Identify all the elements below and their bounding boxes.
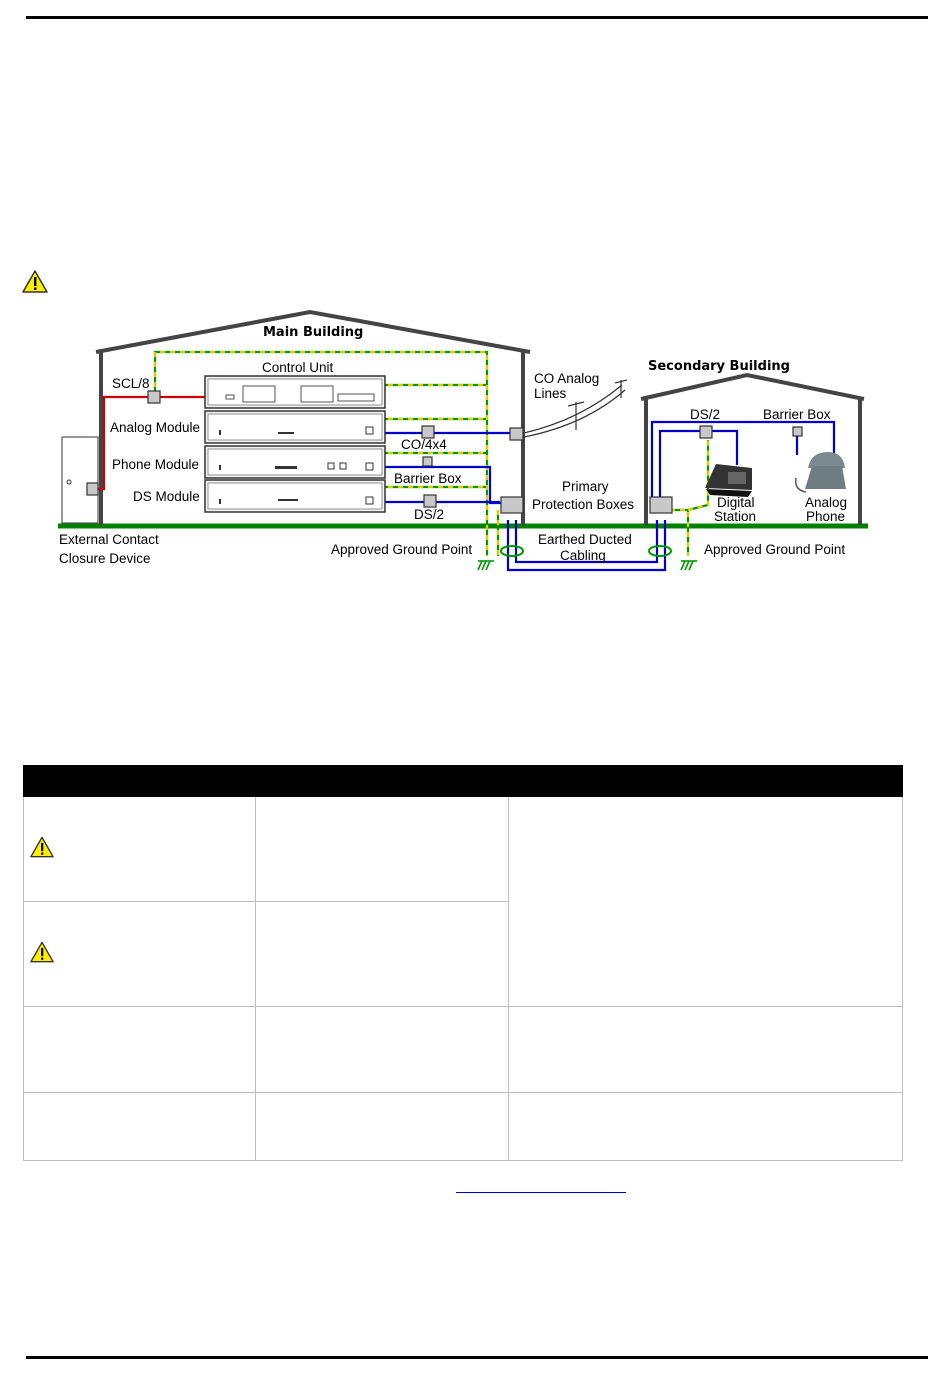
table-row — [23, 1006, 903, 1093]
ground-symbol-left — [477, 560, 494, 571]
earthed-ducted-label-1: Earthed Ducted — [538, 532, 632, 547]
barrier-box-main-label: Barrier Box — [394, 471, 462, 486]
primary-protection-secondary — [649, 496, 673, 514]
co-lines — [523, 379, 628, 438]
warning-icon — [22, 270, 48, 293]
table-header-cell — [508, 765, 903, 797]
table-cell — [508, 1092, 903, 1161]
table-row — [23, 1092, 903, 1161]
digital-station-label-2: Station — [714, 509, 756, 524]
table-cell — [508, 1006, 903, 1093]
table-row — [23, 796, 903, 1007]
table-cell — [254, 796, 510, 902]
phone-module-label: Phone Module — [112, 457, 199, 472]
control-unit — [204, 375, 386, 409]
co4x4-box — [421, 425, 435, 439]
earthed-duct-left — [500, 545, 524, 557]
table-cell — [508, 796, 903, 1007]
secondary-building — [640, 372, 865, 525]
barrier-box-main — [422, 456, 433, 467]
analog-phone-icon — [794, 452, 846, 493]
top-rule — [26, 16, 928, 19]
analog-module — [204, 410, 386, 444]
earthed-ducted-label-2: Cabling — [560, 548, 606, 563]
co-analog-lines-label-1: CO Analog — [534, 371, 599, 386]
table-header-row — [23, 765, 903, 797]
table-cell — [23, 1092, 256, 1161]
analog-phone-label-1: Analog — [805, 495, 847, 510]
table-header-cell — [254, 765, 510, 797]
main-building-label: Main Building — [263, 325, 363, 340]
barrier-box-secondary — [792, 426, 803, 437]
installation-diagram: Main Building Secondary Building Control… — [58, 309, 868, 572]
external-contact-device — [61, 436, 99, 524]
analog-phone-label-2: Phone — [806, 509, 845, 524]
phone-module — [204, 445, 386, 479]
approved-ground-right-label: Approved Ground Point — [704, 542, 845, 557]
table-cell — [23, 901, 256, 1007]
secondary-building-label: Secondary Building — [648, 359, 790, 374]
table-cell — [23, 796, 256, 902]
hyperlink[interactable] — [456, 1178, 626, 1193]
primary-protection-label-1: Primary — [562, 479, 609, 494]
digital-station-icon — [705, 464, 752, 497]
table-header-cell — [23, 765, 256, 797]
primary-protection-label-2: Protection Boxes — [532, 497, 634, 512]
table-cell — [23, 1006, 256, 1093]
external-contact-label-2: Closure Device — [59, 551, 151, 566]
table-cell — [254, 1092, 510, 1161]
barrier-box-secondary-label: Barrier Box — [763, 407, 831, 422]
ds-module — [204, 479, 386, 513]
co-entry-box — [509, 427, 524, 441]
warning-icon — [30, 941, 54, 962]
external-contact-label-1: External Contact — [59, 532, 159, 547]
warning-icon — [30, 836, 54, 857]
table-cell — [254, 1006, 510, 1093]
ds2-box-secondary — [699, 425, 713, 439]
analog-module-label: Analog Module — [110, 420, 200, 435]
external-contact-box — [86, 482, 99, 496]
scl8-label: SCL/8 — [112, 376, 150, 391]
scl8-box — [147, 390, 161, 404]
ds2-secondary-label: DS/2 — [690, 407, 720, 422]
earthed-duct-right — [648, 545, 672, 557]
co4x4-label: CO/4x4 — [401, 437, 447, 452]
ds2-box-main — [423, 494, 437, 508]
data-table — [23, 765, 903, 1161]
ds2-main-label: DS/2 — [414, 507, 444, 522]
extension-wires — [384, 420, 836, 572]
co-analog-lines-label-2: Lines — [534, 386, 567, 401]
table-row — [23, 901, 903, 1007]
ds-module-label: DS Module — [133, 489, 200, 504]
control-unit-label: Control Unit — [262, 360, 334, 375]
table-cell — [254, 901, 510, 1007]
ground-symbol-right — [680, 560, 697, 571]
digital-station-label-1: Digital — [717, 495, 755, 510]
approved-ground-left-label: Approved Ground Point — [331, 542, 472, 557]
primary-protection-main — [500, 496, 524, 514]
bottom-rule — [26, 1356, 928, 1359]
